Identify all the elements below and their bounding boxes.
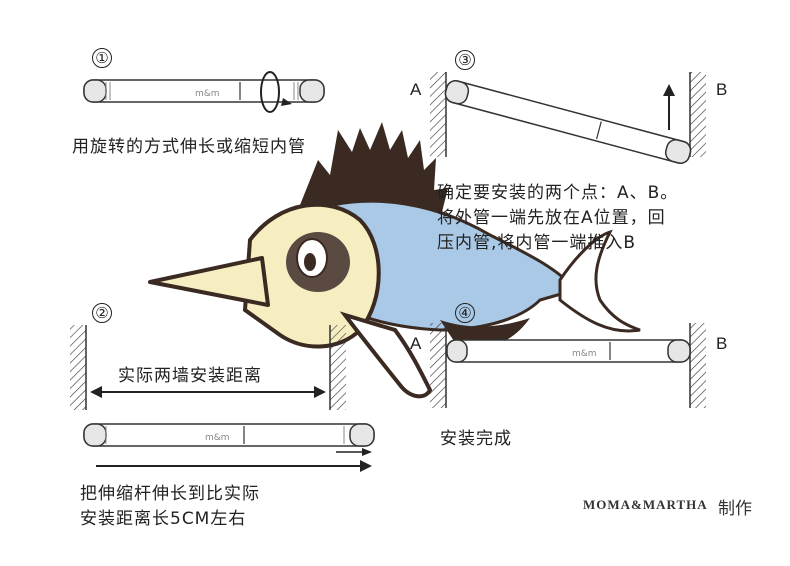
step4-caption: 安装完成: [440, 429, 512, 449]
fish-mascot: [148, 122, 641, 399]
step2-distance-arrow: [90, 386, 326, 398]
step2-extra-arrow: [96, 448, 372, 472]
step3-caption-line3: 压内管,将内管一端推入B: [437, 233, 637, 253]
step3-label-b: B: [716, 80, 728, 99]
rotate-arrow-icon: [260, 71, 292, 113]
rod-logo: m&m: [572, 349, 597, 359]
fish-pupil: [304, 253, 316, 271]
step2-wall-right: [330, 325, 346, 410]
step3-up-arrow: [663, 84, 675, 130]
step2-caption-line1: 把伸缩杆伸长到比实际: [80, 484, 260, 504]
fish-dorsal-fin: [300, 122, 448, 220]
step2-rod: [83, 423, 375, 447]
brand-name: MOMA&MARTHA: [583, 497, 708, 512]
brand-made-by: 制作: [718, 499, 752, 519]
step4-label-b: B: [716, 334, 728, 353]
step3-caption-line2: 将外管一端先放在A位置，回: [437, 208, 666, 228]
step4-rod: [446, 339, 691, 363]
step3-number: ③: [455, 50, 475, 70]
fish-bill: [148, 256, 270, 307]
fish-pectoral-fin: [339, 311, 433, 399]
step4-wall-b: [690, 323, 706, 408]
step1-rod: [83, 79, 325, 103]
step4-number: ④: [455, 303, 475, 323]
rod-logo: m&m: [205, 433, 230, 443]
step4-label-a: A: [410, 334, 422, 353]
step1-number: ①: [92, 48, 112, 68]
step2-caption-line2: 安装距离长5CM左右: [80, 509, 247, 529]
step2-number: ②: [92, 303, 112, 323]
step1-caption: 用旋转的方式伸长或缩短内管: [72, 137, 306, 157]
step3-label-a: A: [410, 80, 422, 99]
step3-caption-line1: 确定要安装的两个点：A、B。: [437, 183, 679, 203]
fish-tail: [558, 229, 641, 333]
rod-logo: m&m: [195, 89, 220, 99]
step2-distance-label: 实际两墙安装距离: [118, 366, 262, 386]
step3-wall-b: [690, 72, 706, 157]
step4-wall-a: [430, 323, 446, 408]
step3-rod: [444, 80, 692, 164]
step2-wall-left: [70, 325, 86, 410]
step3-wall-a: [430, 72, 446, 157]
